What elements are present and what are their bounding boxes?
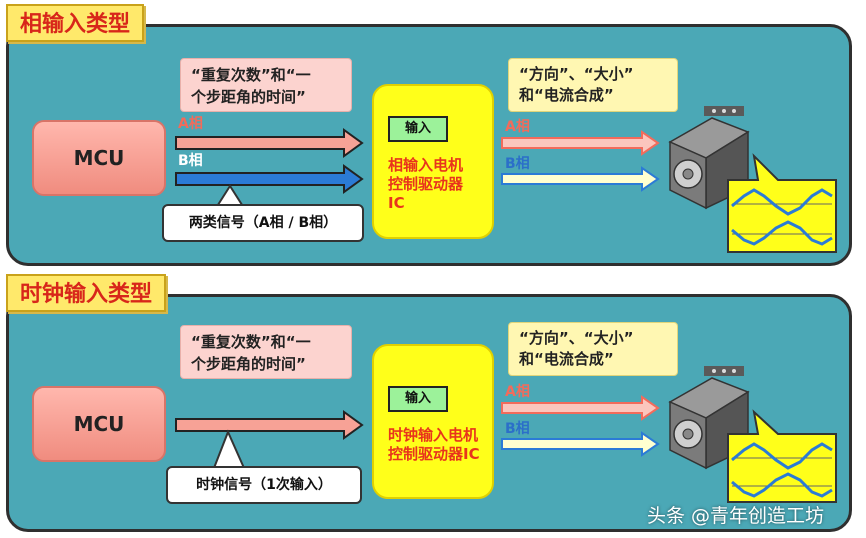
stepper-motor-icon-2 <box>668 366 750 470</box>
mcu-block-2: MCU <box>32 386 166 462</box>
waveform-callout-2 <box>727 409 837 503</box>
driver-ic-block-2: 输入 时钟输入电机 控制驱动器IC <box>372 344 494 499</box>
caption-pointer-2 <box>212 429 246 469</box>
waveform-callout <box>727 153 837 253</box>
ic-name-2: 时钟输入电机 控制驱动器IC <box>388 426 480 463</box>
out-a-arrow <box>501 130 660 156</box>
signal-b-arrow <box>175 164 364 194</box>
out-a-label-2: A相 <box>505 384 530 400</box>
direction-note: “方向”、“大小” 和“电流合成” <box>508 58 678 112</box>
signal-caption-box: 两类信号（A相 / B相） <box>162 204 364 242</box>
panel-2-title: 时钟输入类型 <box>6 274 167 312</box>
out-b-label: B相 <box>505 156 530 172</box>
direction-note-2: “方向”、“大小” 和“电流合成” <box>508 322 678 376</box>
panel-1-title: 相输入类型 <box>6 4 145 42</box>
signal-a-arrow <box>175 128 364 158</box>
out-b-arrow <box>501 166 660 192</box>
out-b-arrow-2 <box>501 431 660 457</box>
out-a-arrow-2 <box>501 395 660 421</box>
ic-input-label: 输入 <box>388 116 448 142</box>
signal-b-label: B相 <box>178 153 203 169</box>
driver-ic-block: 输入 相输入电机 控制驱动器 IC <box>372 84 494 239</box>
out-a-label: A相 <box>505 119 530 135</box>
repeat-count-note: “重复次数”和“一 个步距角的时间” <box>180 58 352 112</box>
clock-caption-box: 时钟信号（1次输入） <box>166 466 362 504</box>
repeat-count-note-2: “重复次数”和“一 个步距角的时间” <box>180 325 352 379</box>
ic-input-label-2: 输入 <box>388 386 448 412</box>
mcu-block: MCU <box>32 120 166 196</box>
signal-a-label: A相 <box>178 116 203 132</box>
ic-name: 相输入电机 控制驱动器 IC <box>388 156 464 212</box>
clock-signal-arrow <box>175 410 364 440</box>
out-b-label-2: B相 <box>505 421 530 437</box>
watermark-text: 头条 @青年创造工坊 <box>647 505 825 527</box>
